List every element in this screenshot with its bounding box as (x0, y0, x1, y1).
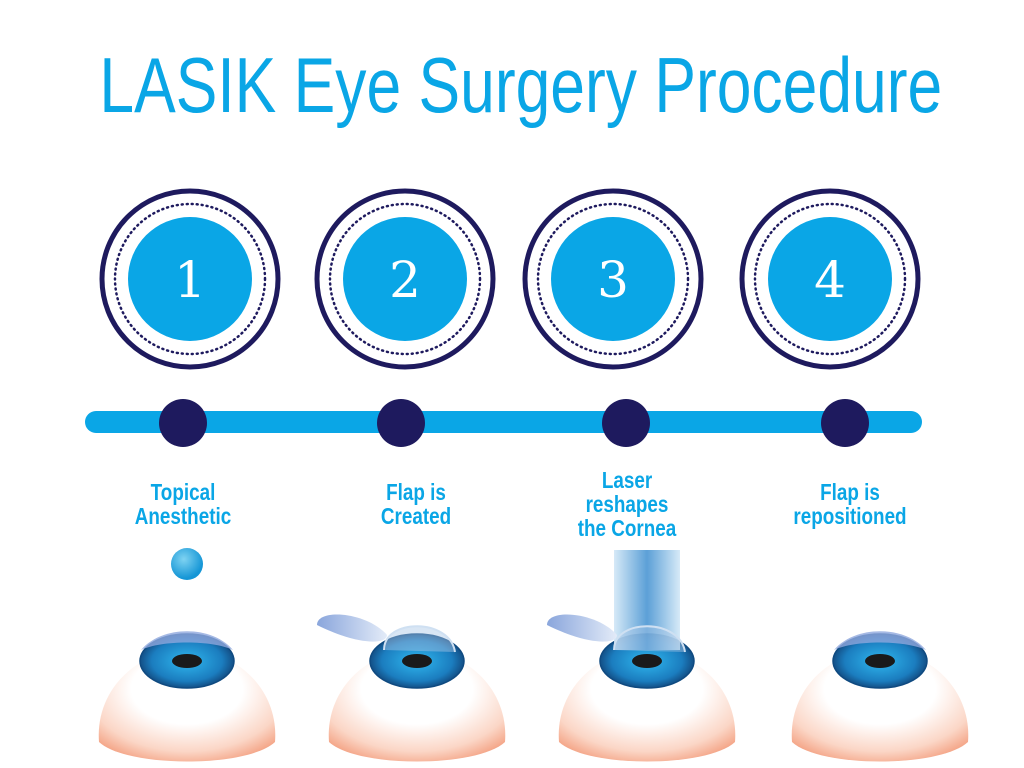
eyeball-icon (328, 650, 506, 762)
timeline-dot (377, 399, 425, 447)
step-badge (551, 217, 675, 341)
step-1: 1 (98, 188, 281, 762)
eyeball-icon (98, 650, 276, 762)
eyeball-icon (558, 650, 736, 762)
step-number: 4 (814, 251, 846, 309)
timeline-bar (85, 411, 922, 433)
step-label-line: Created (380, 503, 452, 529)
pupil-icon (172, 654, 202, 668)
corneal-flap-icon (547, 614, 617, 642)
step-number: 2 (389, 251, 421, 309)
pupil-icon (632, 654, 662, 668)
step-label-line: Laser (601, 467, 653, 493)
step-4: 4 (739, 188, 969, 762)
step-number: 1 (174, 251, 206, 309)
step-label-line: reshapes (585, 491, 669, 517)
step-label-line: the Cornea (577, 515, 677, 541)
step-badge (768, 217, 892, 341)
cornea-icon (141, 631, 233, 650)
step-3: 3 (522, 188, 736, 762)
timeline-dot (821, 399, 869, 447)
eye-drop-icon (171, 548, 203, 580)
step-badge-dotted-ring (753, 202, 907, 356)
step-badge-dotted-ring (328, 202, 482, 356)
timeline-dot (602, 399, 650, 447)
cornea-icon (834, 631, 926, 650)
cornea-icon (383, 625, 456, 653)
step-badge (343, 217, 467, 341)
step-label-line: Anesthetic (134, 503, 232, 529)
page-title: LASIK Eye Surgery Procedure (99, 41, 943, 129)
cornea-icon (613, 625, 686, 653)
step-badge-dotted-ring (113, 202, 267, 356)
step-label-line: Flap is (820, 479, 880, 505)
pupil-icon (865, 654, 895, 668)
step-badge (128, 217, 252, 341)
step-label-line: Topical (150, 479, 216, 505)
eyeball-icon (791, 650, 969, 762)
step-2: 2 (314, 188, 506, 762)
laser-beam-icon (614, 550, 680, 650)
step-label-line: repositioned (793, 503, 907, 529)
pupil-icon (402, 654, 432, 668)
step-badge-dotted-ring (536, 202, 690, 356)
step-number: 3 (597, 251, 629, 309)
step-label-line: Flap is (386, 479, 446, 505)
timeline-dot (159, 399, 207, 447)
corneal-flap-icon (317, 614, 387, 642)
